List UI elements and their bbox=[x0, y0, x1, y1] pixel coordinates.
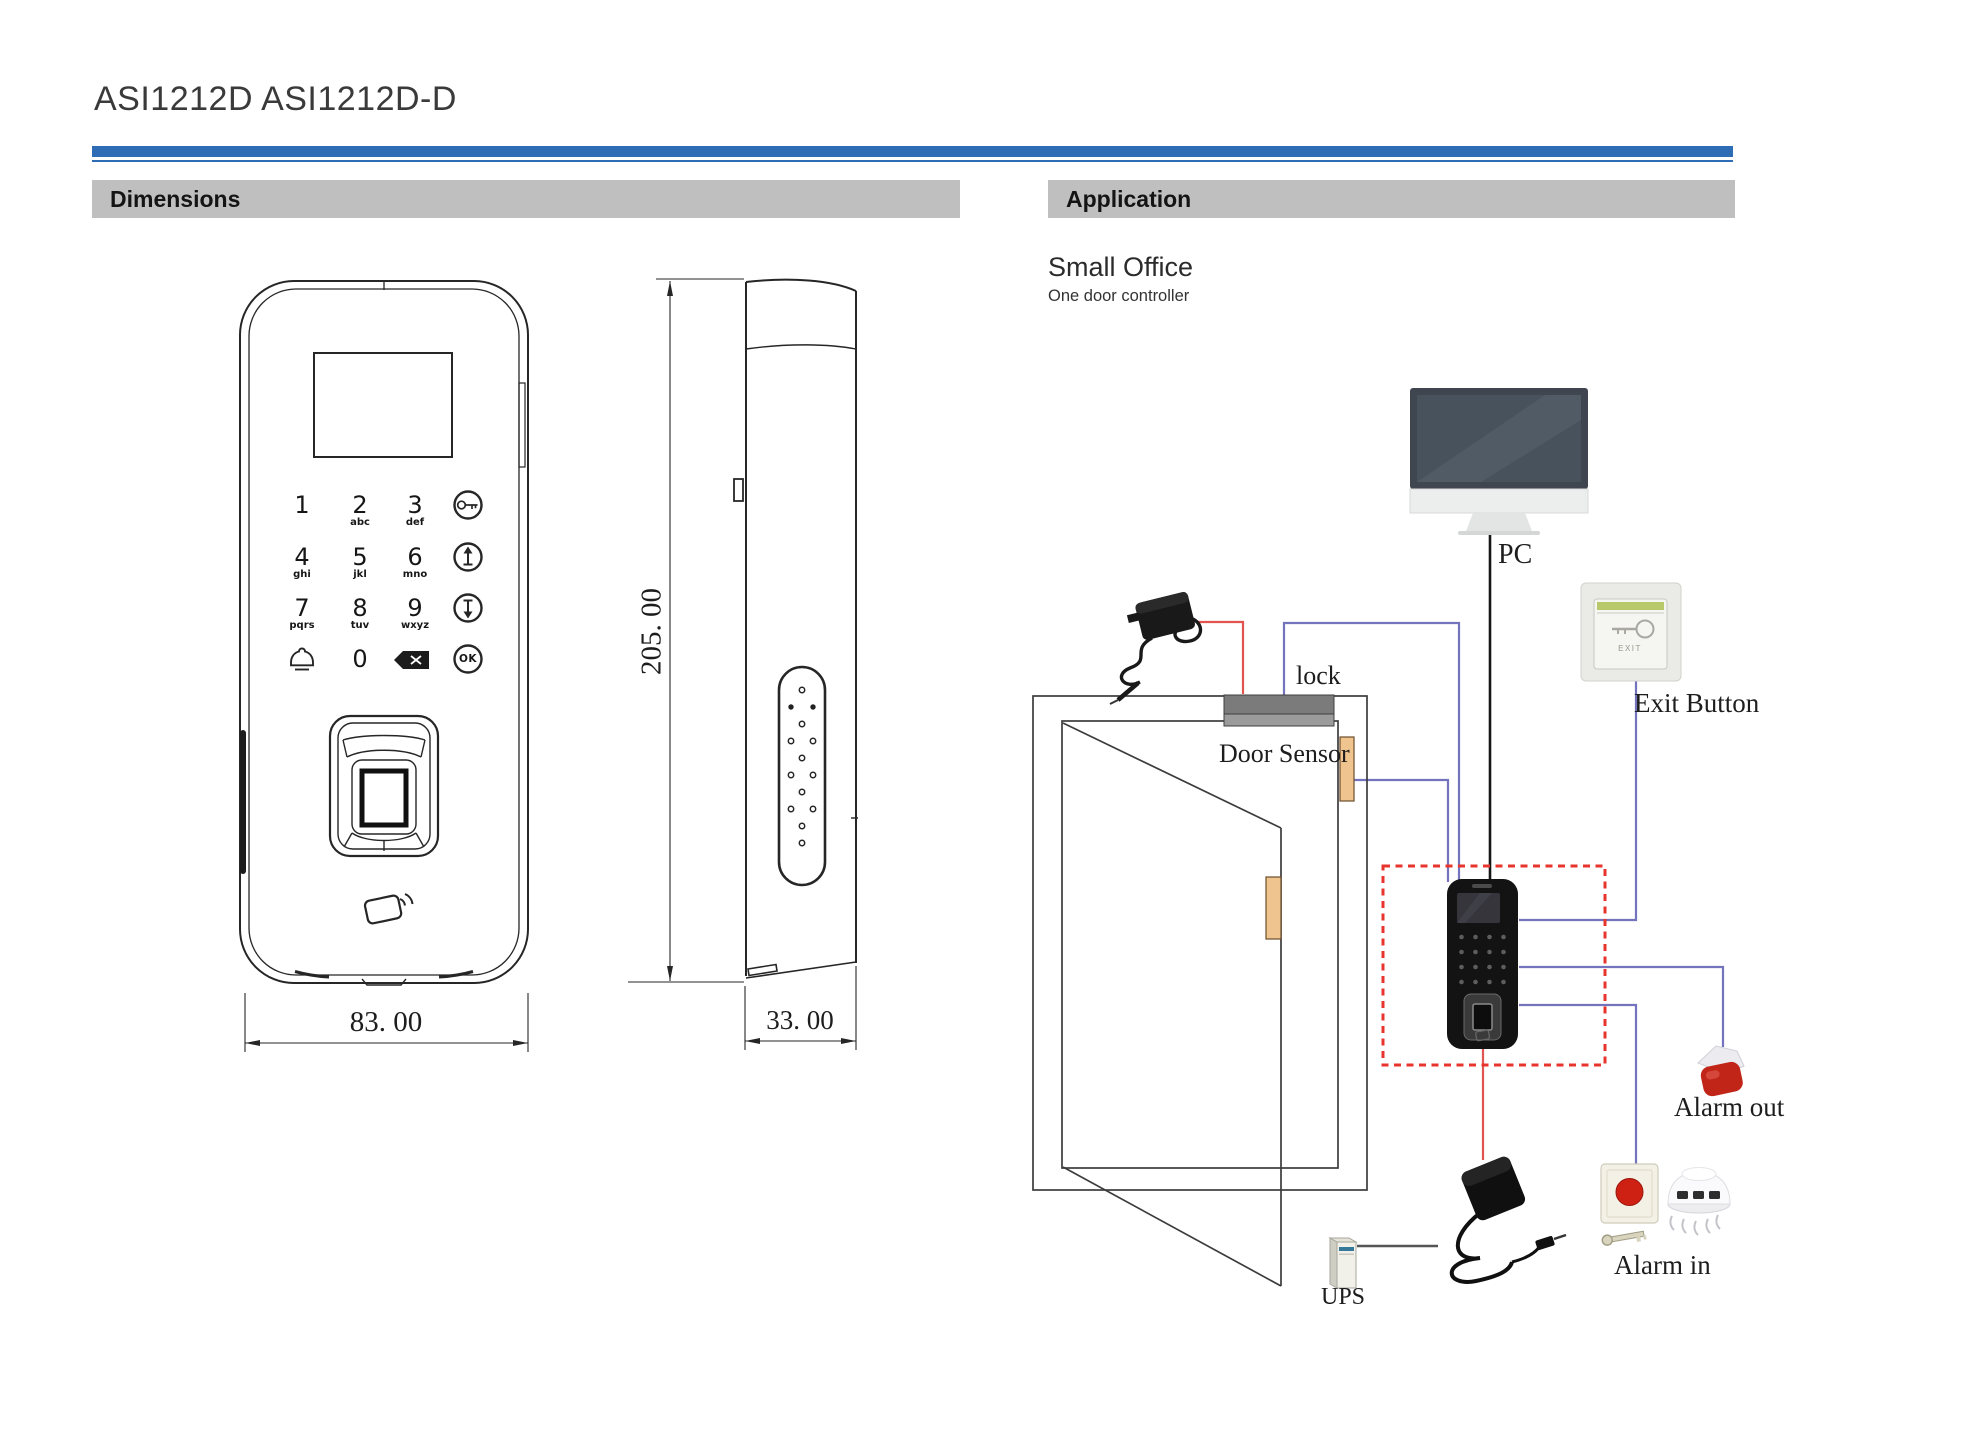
doorbell-icon bbox=[290, 647, 314, 671]
exit-button-label: Exit Button bbox=[1634, 688, 1760, 718]
door-leaf bbox=[1062, 722, 1282, 1287]
front-width-value: 83. 00 bbox=[349, 1006, 423, 1038]
exit-key-glyph bbox=[1612, 619, 1655, 639]
keypad-3-letters: def bbox=[405, 517, 425, 528]
wire-sensor-to-controller bbox=[1353, 778, 1450, 882]
keypad-9-letters: wxyz bbox=[400, 620, 430, 631]
door-lock bbox=[1223, 694, 1335, 727]
power-adapter-bottom bbox=[1449, 1156, 1567, 1284]
keypad-6: 6 bbox=[407, 543, 423, 571]
controller-highlight-box bbox=[1381, 864, 1607, 1067]
application-diagram bbox=[1032, 388, 1745, 1289]
keypad-2: 2 bbox=[352, 491, 368, 519]
keypad-1: 1 bbox=[294, 491, 310, 519]
keypad-4: 4 bbox=[294, 543, 310, 571]
side-slot-right bbox=[518, 382, 526, 468]
alarm-out-siren bbox=[1697, 1045, 1745, 1097]
blue-rule-thin bbox=[92, 160, 1733, 162]
door-handle-strip bbox=[1265, 876, 1282, 940]
ups-tower bbox=[1328, 1237, 1358, 1289]
side-depth-value: 33. 00 bbox=[766, 1005, 834, 1035]
controller-screen bbox=[1457, 893, 1500, 923]
wiring bbox=[1197, 514, 1725, 1248]
exit-plate-text: EXIT bbox=[1618, 644, 1642, 653]
dimensions-section-title: Dimensions bbox=[110, 185, 241, 212]
alarm-out-label: Alarm out bbox=[1674, 1092, 1785, 1122]
scenario-title: Small Office bbox=[1048, 252, 1194, 282]
keypad-8-letters: tuv bbox=[350, 620, 370, 631]
alarm-in-button bbox=[1600, 1163, 1659, 1246]
application-section-header: Application bbox=[1048, 180, 1735, 218]
key-icon bbox=[453, 490, 483, 520]
speaker-grille bbox=[777, 665, 827, 887]
controller-card-icon bbox=[1475, 1029, 1491, 1042]
keypad-7-letters: pqrs bbox=[289, 620, 315, 631]
controller-fingerprint bbox=[1463, 993, 1502, 1041]
keypad-6-letters: mno bbox=[402, 569, 428, 580]
keypad-5-letters: jkl bbox=[353, 569, 367, 580]
access-controller-device bbox=[1447, 879, 1518, 1049]
wire-exit-to-controller bbox=[1519, 680, 1638, 922]
backspace-icon bbox=[394, 651, 429, 669]
keypad-8: 8 bbox=[352, 594, 368, 622]
keypad-9: 9 bbox=[407, 594, 423, 622]
smoke-detector bbox=[1667, 1167, 1731, 1236]
blue-rule-thick bbox=[92, 146, 1733, 157]
keypad-4-letters: ghi bbox=[293, 569, 311, 580]
side-latch bbox=[733, 478, 744, 502]
lock-label: lock bbox=[1296, 661, 1341, 690]
keypad-ok: OK bbox=[458, 653, 478, 665]
side-slot-left bbox=[240, 730, 246, 874]
exit-button bbox=[1580, 582, 1682, 682]
wire-controller-to-alarm-out bbox=[1519, 965, 1725, 1047]
controller-keypad-dots bbox=[1459, 934, 1506, 985]
door-drawing bbox=[1032, 695, 1368, 1287]
keypad-0: 0 bbox=[352, 645, 368, 673]
application-section-title: Application bbox=[1066, 185, 1192, 212]
pc-label: PC bbox=[1498, 539, 1533, 570]
alarm-key bbox=[1601, 1230, 1647, 1246]
door-outer-frame bbox=[1032, 695, 1368, 1191]
fingerprint-reader bbox=[328, 714, 440, 858]
door-inner-frame bbox=[1061, 720, 1339, 1169]
ups-label: UPS bbox=[1321, 1284, 1366, 1310]
side-height-value: 205. 00 bbox=[635, 588, 668, 675]
brand-logo bbox=[1472, 884, 1492, 888]
keypad-2-letters: abc bbox=[350, 517, 370, 528]
wire-adapter-to-lock bbox=[1197, 620, 1245, 694]
up-arrow-icon bbox=[453, 542, 483, 572]
front-view-drawing bbox=[239, 280, 529, 1052]
keypad-7: 7 bbox=[294, 594, 310, 622]
pc-monitor bbox=[1409, 388, 1589, 535]
keypad-3: 3 bbox=[407, 491, 423, 519]
dimensions-section-header: Dimensions bbox=[92, 180, 960, 218]
display-screen-outline bbox=[313, 352, 453, 458]
door-sensor-label: Door Sensor bbox=[1219, 739, 1350, 768]
wire-controller-to-alarm-in bbox=[1519, 1003, 1638, 1164]
power-adapter-top bbox=[1109, 592, 1203, 705]
card-swipe-icon bbox=[363, 893, 414, 925]
down-arrow-icon bbox=[453, 593, 483, 623]
page-title: ASI1212D ASI1212D-D bbox=[94, 80, 457, 118]
scenario-subtitle: One door controller bbox=[1048, 287, 1190, 305]
keypad-5: 5 bbox=[352, 543, 368, 571]
alarm-in-label: Alarm in bbox=[1614, 1250, 1711, 1280]
